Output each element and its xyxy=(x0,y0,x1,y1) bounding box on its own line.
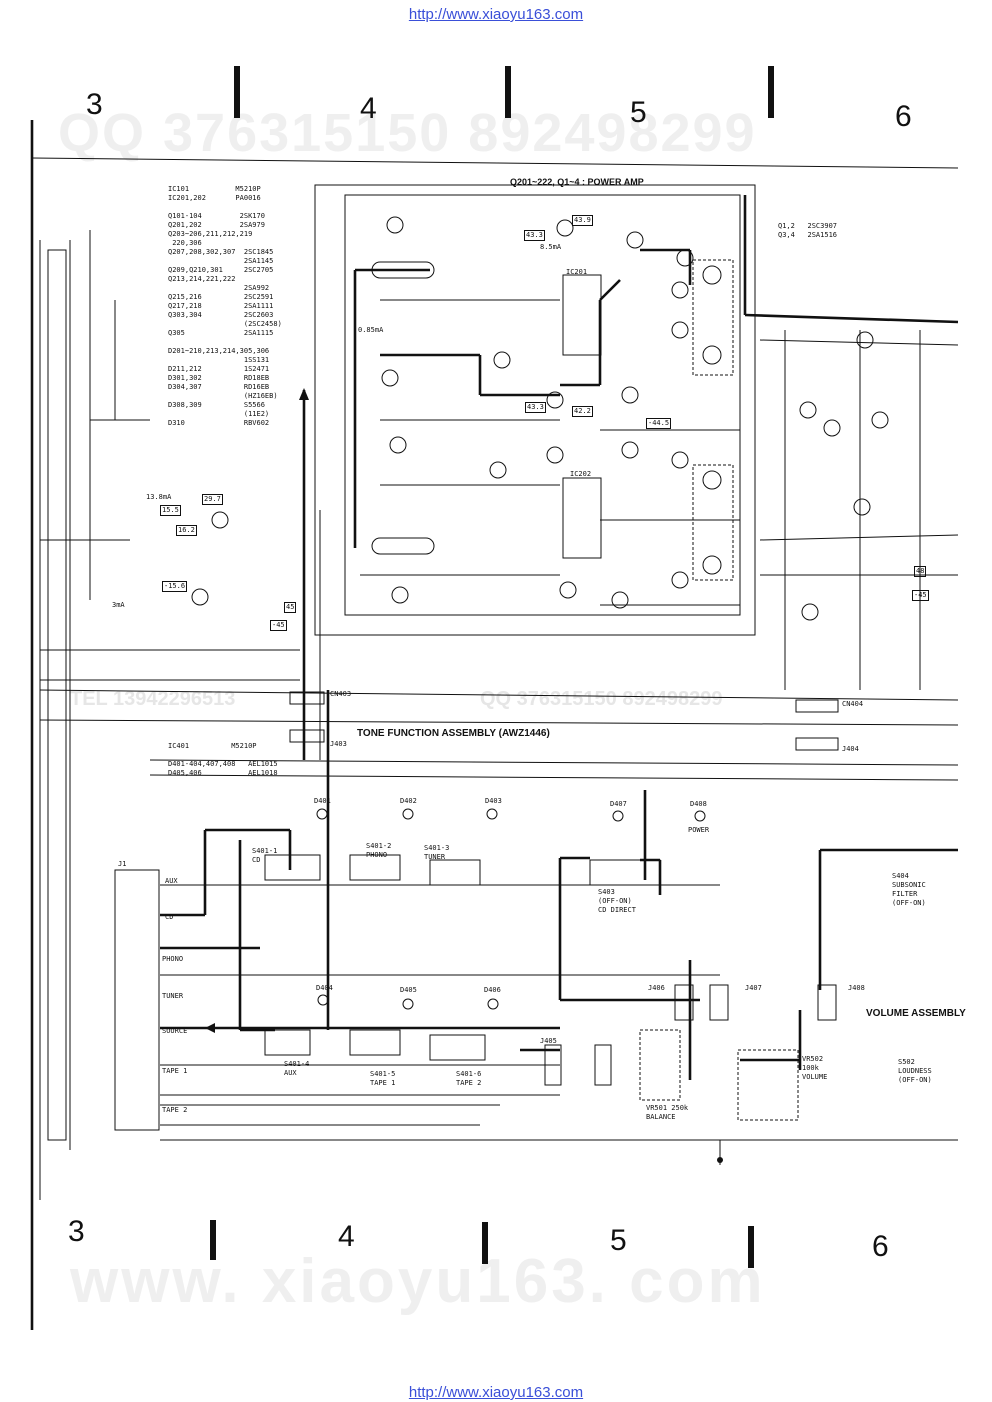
switch-aux: S401-4 AUX xyxy=(284,1060,310,1077)
source-url-top[interactable]: http://www.xiaoyu163.com xyxy=(408,6,584,23)
switch-tape2: S401-6 TAPE 2 xyxy=(456,1070,482,1087)
current-annotation: 0.85mA xyxy=(358,326,384,334)
input-phono: PHONO xyxy=(162,955,184,963)
led-d401: D401 xyxy=(314,797,331,805)
voltage-box: 42.2 xyxy=(572,406,593,417)
led-d404: D404 xyxy=(316,984,333,992)
column-number-5-bottom: 5 xyxy=(610,1224,627,1257)
input-cd: CD xyxy=(165,913,174,921)
ic201-label: IC201 xyxy=(566,268,588,276)
column-number-3-top: 3 xyxy=(86,88,103,121)
current-annotation: 8.5mA xyxy=(540,243,562,251)
voltage-box: 43.3 xyxy=(525,402,546,413)
grid-tick xyxy=(748,1226,754,1268)
input-aux: AUX xyxy=(165,877,178,885)
output-transistor-list: Q1,2 2SC3907 Q3,4 2SA1516 xyxy=(778,222,838,239)
connector-cn404: CN404 xyxy=(842,700,864,708)
grid-tick xyxy=(234,66,240,118)
connector-j406: J406 xyxy=(648,984,665,992)
grid-tick xyxy=(482,1222,488,1264)
column-number-5-top: 5 xyxy=(630,96,647,129)
switch-subsonic: S404 SUBSONIC FILTER (OFF-ON) xyxy=(892,872,926,907)
voltage-box: 15.5 xyxy=(160,505,181,516)
connector-j403: J403 xyxy=(330,740,347,748)
led-d405: D405 xyxy=(400,986,417,994)
voltage-box: 43.9 xyxy=(572,215,593,226)
input-tape2: TAPE 2 xyxy=(162,1106,188,1114)
connector-j408: J408 xyxy=(848,984,865,992)
current-annotation: 13.8mA xyxy=(146,493,172,501)
voltage-box: -45 xyxy=(270,620,287,631)
grid-tick xyxy=(210,1220,216,1260)
input-source: SOURCE xyxy=(162,1027,188,1035)
qq-watermark: QQ 376315150 892498299 xyxy=(58,103,757,163)
tone-parts-list: IC401 M5210P D401-404,407,408 AEL1015 D4… xyxy=(168,742,278,777)
power-parts-list: IC101 M5210P IC201,202 PA0016 Q101-104 2… xyxy=(168,185,282,427)
current-annotation: 3mA xyxy=(112,601,125,609)
voltage-box: -44.5 xyxy=(646,418,672,429)
led-d408: D408 xyxy=(690,800,707,808)
column-number-4-bottom: 4 xyxy=(338,1220,355,1253)
power-amp-heading: Q201~222, Q1~4 : POWER AMP xyxy=(510,177,644,187)
site-watermark: www. xiaoyu163. com xyxy=(70,1247,766,1316)
voltage-box: 43.3 xyxy=(524,230,545,241)
ic202-label: IC202 xyxy=(570,470,592,478)
volume-assembly-heading: VOLUME ASSEMBLY xyxy=(866,1008,966,1019)
voltage-box: 29.7 xyxy=(202,494,223,505)
connector-j404: J404 xyxy=(842,745,859,753)
balance-pot: VR501 250k BALANCE xyxy=(646,1104,689,1121)
voltage-box: 45 xyxy=(284,602,297,613)
grid-tick xyxy=(505,66,511,118)
column-number-6-bottom: 6 xyxy=(872,1230,889,1263)
connector-cn403: CN403 xyxy=(330,690,352,698)
connector-j407: J407 xyxy=(745,984,762,992)
switch-tuner: S401-3 TUNER xyxy=(424,844,450,861)
switch-cd: S401-1 CD xyxy=(252,847,278,864)
grid-tick xyxy=(768,66,774,118)
column-number-4-top: 4 xyxy=(360,92,377,125)
input-tuner: TUNER xyxy=(162,992,184,1000)
power-led-label: POWER xyxy=(688,826,710,834)
column-number-6-top: 6 xyxy=(895,100,912,133)
voltage-box: 16.2 xyxy=(176,525,197,536)
volume-pot: VR502 100k VOLUME xyxy=(802,1055,828,1081)
qq-watermark-mid: QQ 376315150 892498299 xyxy=(480,688,723,710)
connector-j1: J1 xyxy=(118,860,127,868)
led-d407: D407 xyxy=(610,800,627,808)
switch-loudness: S502 LOUDNESS (OFF-ON) xyxy=(898,1058,932,1084)
switch-cd-direct: S403 (OFF-ON) CD DIRECT xyxy=(598,888,636,914)
column-number-3-bottom: 3 xyxy=(68,1215,85,1248)
switch-phono: S401-2 PHONO xyxy=(366,842,392,859)
connector-j405: J405 xyxy=(540,1037,557,1045)
voltage-box: -15.6 xyxy=(162,581,188,592)
source-url-bottom[interactable]: http://www.xiaoyu163.com xyxy=(408,1384,584,1401)
led-d402: D402 xyxy=(400,797,417,805)
voltage-box: 48 xyxy=(914,566,927,577)
voltage-box: -45 xyxy=(912,590,929,601)
led-d403: D403 xyxy=(485,797,502,805)
tone-assembly-heading: TONE FUNCTION ASSEMBLY (AWZ1446) xyxy=(357,728,550,739)
tel-watermark: TEL 13942296513 xyxy=(70,688,236,710)
input-tape1: TAPE 1 xyxy=(162,1067,188,1075)
switch-tape1: S401-5 TAPE 1 xyxy=(370,1070,396,1087)
led-d406: D406 xyxy=(484,986,501,994)
